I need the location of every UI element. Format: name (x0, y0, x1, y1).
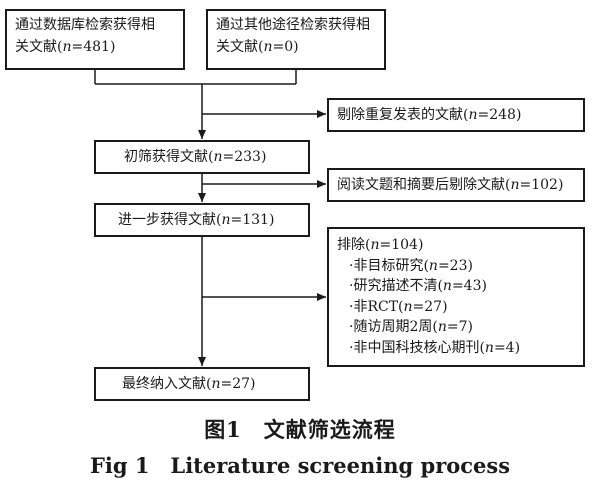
source-other-box: 通过其他途径检索获得相 关文献(n=0) (206, 9, 386, 70)
excluded-after-reading-label: 阅读文题和摘要后剔除文献(n=102) (337, 177, 564, 193)
further-screening-box: 进一步获得文献(n=131) (94, 203, 310, 237)
initial-screening-label: 初筛获得文献(n=233) (124, 149, 267, 165)
exclusion-reason-item: ·随访周期2周(n=7) (349, 319, 473, 335)
exclusion-header: 排除(n=104) (337, 237, 424, 253)
source-other-line1: 通过其他途径检索获得相 (216, 17, 370, 33)
exclusion-reason-item: ·非目标研究(n=23) (349, 257, 473, 274)
exclusion-reasons-box: 排除(n=104) ·非目标研究(n=23) ·研究描述不清(n=43) ·非R… (327, 227, 585, 367)
exclusion-reason-item: ·研究描述不清(n=43) (349, 278, 487, 294)
final-included-label: 最终纳入文献(n=27) (122, 376, 256, 392)
caption-chinese: 图1 文献筛选流程 (204, 417, 396, 442)
source-database-line2: 关文献(n=481) (15, 39, 116, 55)
excluded-after-reading-box: 阅读文题和摘要后剔除文献(n=102) (327, 168, 585, 202)
further-screening-label: 进一步获得文献(n=131) (118, 212, 275, 228)
source-database-line1: 通过数据库检索获得相 (15, 17, 155, 33)
source-other-line2: 关文献(n=0) (216, 39, 299, 55)
caption-english: Fig 1 Literature screening process (89, 453, 511, 478)
final-included-box: 最终纳入文献(n=27) (94, 367, 310, 401)
excluded-duplicates-box: 剔除重复发表的文献(n=248) (327, 98, 585, 132)
exclusion-reason-item: ·非RCT(n=27) (349, 298, 448, 315)
flow-connectors (94, 70, 326, 366)
excluded-duplicates-label: 剔除重复发表的文献(n=248) (337, 107, 522, 123)
source-database-box: 通过数据库检索获得相 关文献(n=481) (5, 9, 185, 70)
initial-screening-box: 初筛获得文献(n=233) (94, 140, 310, 174)
exclusion-reason-item: ·非中国科技核心期刊(n=4) (349, 339, 521, 356)
